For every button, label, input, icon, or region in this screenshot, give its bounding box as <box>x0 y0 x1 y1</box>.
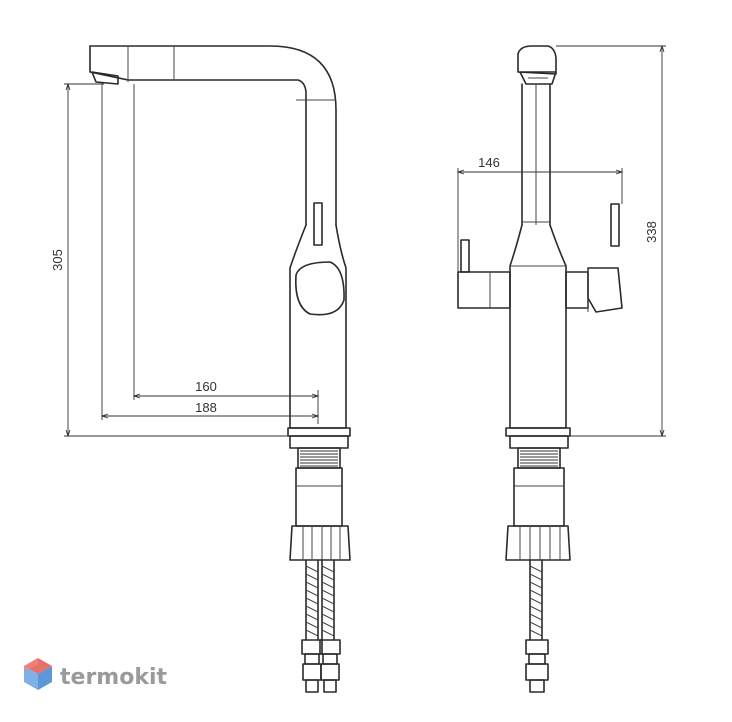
front-thread-hatch <box>300 450 338 467</box>
dim-305-label: 305 <box>50 249 65 271</box>
dim-188-label: 188 <box>195 400 217 415</box>
termokit-logo: termokit <box>24 658 167 690</box>
dim-146-label: 146 <box>478 155 500 170</box>
dim-338-label: 338 <box>644 221 659 243</box>
side-dimensions <box>456 44 666 438</box>
side-view <box>457 45 623 693</box>
side-thread-hatch <box>520 450 558 467</box>
logo-cube-icon <box>24 658 52 690</box>
logo-text: termokit <box>60 665 167 690</box>
front-dimensions <box>64 82 320 438</box>
front-view <box>89 45 351 693</box>
dim-160-label: 160 <box>195 379 217 394</box>
